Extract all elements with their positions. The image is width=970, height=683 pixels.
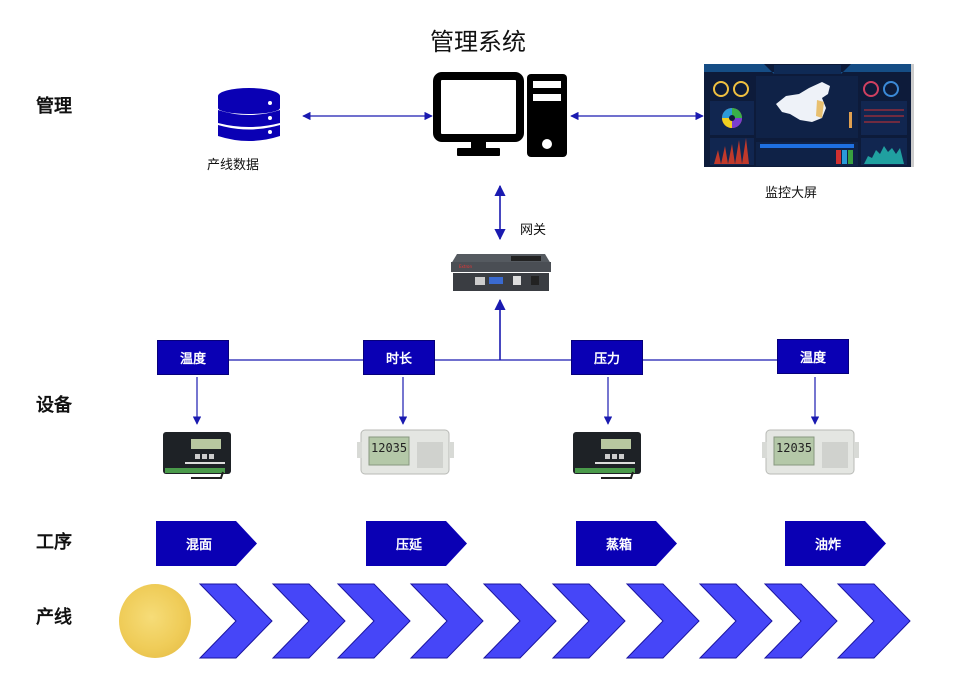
row-label-production-line: 产线 <box>36 607 72 628</box>
computer-icon[interactable] <box>433 72 567 162</box>
production-chevron <box>409 583 484 659</box>
monitor-screen-label: 监控大屏 <box>765 186 818 201</box>
sensor-box-temperature-2[interactable]: 温度 <box>777 339 849 374</box>
process-step-label: 油炸 <box>814 538 841 553</box>
data-logger-controller-icon <box>573 432 641 479</box>
row-label-devices: 设备 <box>36 395 72 416</box>
sensor-box-duration[interactable]: 时长 <box>363 340 435 375</box>
process-arrow-shape <box>366 521 467 566</box>
row-label-process: 工序 <box>36 532 72 553</box>
process-step-frying[interactable]: 油炸 <box>785 521 887 566</box>
database-icon[interactable] <box>218 88 280 148</box>
device-lcd-logger-1[interactable]: 12035 <box>357 428 455 482</box>
process-step-label: 蒸箱 <box>605 538 632 553</box>
dashboard-preview-icon <box>704 64 911 167</box>
device-lcd-logger-2[interactable]: 12035 <box>762 428 860 482</box>
process-arrow-shape <box>576 521 677 566</box>
database-label: 产线数据 <box>207 158 260 173</box>
device-display-value: 12035 <box>371 441 407 455</box>
process-step-mixing[interactable]: 混面 <box>156 521 258 566</box>
process-step-steaming[interactable]: 蒸箱 <box>576 521 678 566</box>
svg-text:Extron: Extron <box>459 264 472 269</box>
process-step-label: 混面 <box>185 538 212 553</box>
production-chevron <box>698 583 773 659</box>
production-chevron <box>336 583 411 659</box>
monitor-screen-thumbnail[interactable] <box>704 64 914 167</box>
production-chevron <box>625 583 700 659</box>
process-step-rolling[interactable]: 压延 <box>366 521 468 566</box>
process-arrow-shape <box>785 521 886 566</box>
lcd-data-logger-icon: 12035 <box>357 429 454 475</box>
gateway-device-icon[interactable]: Extron <box>451 248 551 298</box>
diagram-title: 管理系统 <box>430 28 526 56</box>
process-arrow-shape <box>156 521 257 566</box>
gateway-label: 网关 <box>520 223 547 238</box>
production-chevron <box>551 583 626 659</box>
production-chevron <box>763 583 838 659</box>
sensor-box-pressure[interactable]: 压力 <box>571 340 643 375</box>
row-label-management: 管理 <box>36 96 72 117</box>
noodle-block-image <box>119 584 191 658</box>
data-logger-controller-icon <box>163 432 231 479</box>
device-controller-1[interactable] <box>161 430 233 486</box>
production-chevron <box>836 583 911 659</box>
device-controller-2[interactable] <box>571 430 643 486</box>
sensor-box-temperature-1[interactable]: 温度 <box>157 340 229 375</box>
production-chevron <box>271 583 346 659</box>
production-chevron <box>198 583 273 659</box>
lcd-data-logger-icon: 12035 <box>762 429 859 475</box>
device-display-value: 12035 <box>776 441 812 455</box>
process-step-label: 压延 <box>395 538 422 553</box>
production-chevron <box>482 583 557 659</box>
